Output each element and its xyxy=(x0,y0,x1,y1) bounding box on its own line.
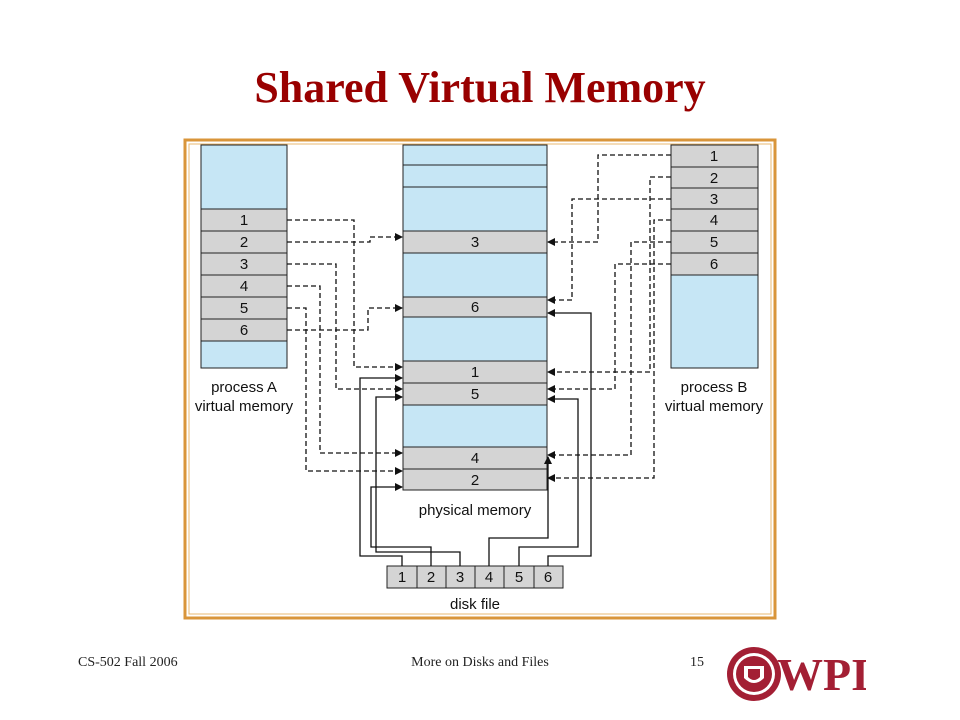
disk-mappings xyxy=(359,309,592,566)
disk-block5-to-frame5 xyxy=(518,395,579,566)
disk-block6-to-frame6 xyxy=(547,309,592,566)
wpi-logo: WPI xyxy=(727,647,866,701)
wpi-wordmark: WPI xyxy=(777,649,866,700)
disk-block: 3 xyxy=(456,569,464,586)
mapping-a3-to-frame5 xyxy=(287,263,403,393)
process-a-cell: 3 xyxy=(240,256,248,273)
process-b-cell: 3 xyxy=(710,191,718,208)
disk-block1-to-frame1 xyxy=(359,374,403,566)
physical-frame: 6 xyxy=(471,299,479,316)
physical-memory-label: physical memory xyxy=(419,502,532,519)
disk-block: 2 xyxy=(427,569,435,586)
footer-course: CS-502 Fall 2006 xyxy=(78,655,178,670)
mapping-a2-to-frame3 xyxy=(287,233,403,243)
physical-frame: 4 xyxy=(471,450,479,467)
disk-block: 4 xyxy=(485,569,493,586)
disk-block: 6 xyxy=(544,569,552,586)
mapping-b5-to-frame4 xyxy=(547,241,671,459)
process-b-cell: 1 xyxy=(710,148,718,165)
process-a-cell: 1 xyxy=(240,212,248,229)
physical-frame: 5 xyxy=(471,386,479,403)
physical-frame: 3 xyxy=(471,234,479,251)
disk-file-label: disk file xyxy=(450,596,500,613)
process-b-cell: 6 xyxy=(710,256,718,273)
process-b-label: process B xyxy=(681,379,748,396)
disk-block: 5 xyxy=(515,569,523,586)
footer-topic: More on Disks and Files xyxy=(411,655,549,670)
footer-page-number: 15 xyxy=(690,655,704,670)
mapping-a5-to-frame2 xyxy=(287,307,403,475)
process-b-sublabel: virtual memory xyxy=(665,398,764,415)
physical-memory: 3 6 1 5 4 2 physical memory xyxy=(402,144,548,519)
process-b-memory: 1 2 3 4 5 6 process B virtual memory xyxy=(665,144,764,415)
process-a-sublabel: virtual memory xyxy=(195,398,294,415)
disk-block: 1 xyxy=(398,569,406,586)
mapping-b2-to-frame1 xyxy=(547,176,671,376)
process-a-label: process A xyxy=(211,379,277,396)
process-a-cell: 2 xyxy=(240,234,248,251)
process-b-cell: 2 xyxy=(710,170,718,187)
slide-title: Shared Virtual Memory xyxy=(254,63,706,112)
process-a-cell: 4 xyxy=(240,278,248,295)
mapping-b4-to-frame2 xyxy=(547,219,671,482)
physical-frame: 1 xyxy=(471,364,479,381)
disk-block3-to-frame3 xyxy=(375,393,461,566)
disk-block4-to-frame4 xyxy=(488,456,552,566)
process-b-cell: 5 xyxy=(710,234,718,251)
process-a-memory: 1 2 3 4 5 6 process A virtual memory xyxy=(195,144,294,415)
physical-frame: 2 xyxy=(471,472,479,489)
mapping-b3-to-frame6 xyxy=(547,198,671,304)
mapping-b6-to-frame5 xyxy=(547,263,671,393)
mapping-a4-to-frame4 xyxy=(287,285,403,457)
disk-block2-to-frame2 xyxy=(370,483,432,566)
process-b-cell: 4 xyxy=(710,212,718,229)
mapping-a1-to-frame1 xyxy=(287,219,403,371)
process-a-mappings xyxy=(287,219,403,475)
process-a-cell: 5 xyxy=(240,300,248,317)
figure-frame-inner xyxy=(188,143,772,615)
process-a-cell: 6 xyxy=(240,322,248,339)
process-b-mappings xyxy=(547,154,671,482)
mapping-a6-to-frame6 xyxy=(287,304,403,331)
